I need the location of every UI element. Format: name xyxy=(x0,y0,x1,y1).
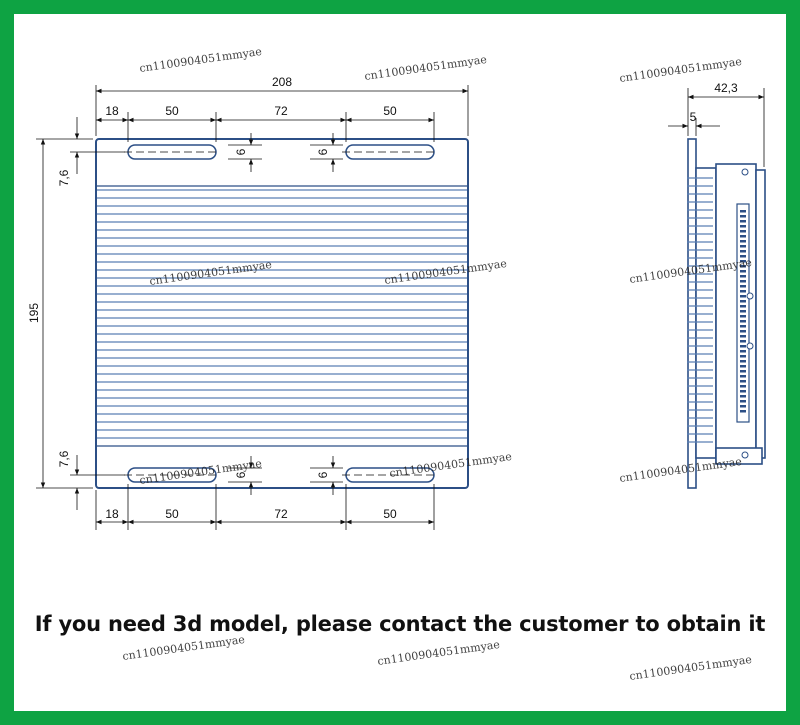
connector-pin xyxy=(740,385,746,388)
dim-slot-height-tr: 6 xyxy=(316,148,330,155)
connector-pin xyxy=(740,300,746,303)
connector-pin xyxy=(740,310,746,313)
connector-pin xyxy=(740,405,746,408)
connector-pin xyxy=(740,365,746,368)
dim-flange: 5 xyxy=(690,110,697,124)
connector-pin xyxy=(740,375,746,378)
connector-pin xyxy=(740,320,746,323)
connector-pin xyxy=(740,270,746,273)
heatsink-body-outline xyxy=(95,138,469,489)
slot-centerlines xyxy=(124,151,438,476)
connector-pin xyxy=(740,250,746,253)
dim-bottom-seg-4: 50 xyxy=(383,507,397,521)
dim-overall-width: 208 xyxy=(272,75,292,89)
front-dimension-labels: 208 18 50 72 50 18 50 72 50 195 7,6 7,6 … xyxy=(27,75,397,521)
connector-pin xyxy=(740,325,746,328)
frame-border-left xyxy=(0,0,14,725)
dim-bottom-seg-3: 72 xyxy=(274,507,288,521)
connector-pin xyxy=(740,350,746,353)
dim-bottom-seg-2: 50 xyxy=(165,507,179,521)
watermark-1: cn1100904051mmyae xyxy=(139,45,263,75)
connector-pin xyxy=(740,225,746,228)
connector-pin xyxy=(740,390,746,393)
dim-slot-height-br: 6 xyxy=(316,471,330,478)
connector-pin xyxy=(740,370,746,373)
watermark-12: cn1100904051mmyae xyxy=(629,653,753,683)
dim-bottom-seg-1: 18 xyxy=(105,507,119,521)
dim-slot-height-bl: 6 xyxy=(234,471,248,478)
connector-pin xyxy=(740,400,746,403)
connector-pin xyxy=(740,230,746,233)
side-dimension-labels: 42,3 5 xyxy=(690,81,738,124)
connector-pin xyxy=(740,210,746,213)
connector-pin xyxy=(740,295,746,298)
connector-pin xyxy=(740,240,746,243)
connector-pin xyxy=(740,410,746,413)
connector-pin xyxy=(740,335,746,338)
connector-pin xyxy=(740,260,746,263)
watermark-2: cn1100904051mmyae xyxy=(364,53,488,83)
connector-pin xyxy=(740,355,746,358)
dim-top-seg-4: 50 xyxy=(383,104,397,118)
watermark-9: cn1100904051mmyae xyxy=(619,455,743,485)
dim-top-edge-offset: 7,6 xyxy=(57,169,71,186)
connector-pin xyxy=(740,330,746,333)
connector-pin xyxy=(740,285,746,288)
frame-border-top xyxy=(0,0,800,14)
connector-pin xyxy=(740,280,746,283)
screw-head xyxy=(741,168,749,176)
side-dimensions xyxy=(668,88,765,167)
dim-top-seg-3: 72 xyxy=(274,104,288,118)
connector-pin xyxy=(740,340,746,343)
connector-pin xyxy=(740,220,746,223)
connector-pin xyxy=(740,245,746,248)
connector-pin xyxy=(740,315,746,318)
connector-pin xyxy=(740,275,746,278)
front-dimensions xyxy=(36,85,469,530)
frame-border-bottom xyxy=(0,711,800,725)
connector-pin xyxy=(740,395,746,398)
connector-pin xyxy=(740,380,746,383)
side-view-connector-pins xyxy=(740,168,754,459)
connector-pin xyxy=(740,235,746,238)
screw-head xyxy=(746,342,754,350)
front-view xyxy=(95,138,469,489)
dim-top-seg-2: 50 xyxy=(165,104,179,118)
watermark-11: cn1100904051mmyae xyxy=(377,638,501,668)
connector-pin xyxy=(740,345,746,348)
dim-slot-height-tl: 6 xyxy=(234,148,248,155)
connector-pin xyxy=(740,255,746,258)
connector-pin xyxy=(740,215,746,218)
watermark-10: cn1100904051mmyae xyxy=(122,633,246,663)
side-view-fins xyxy=(687,177,713,443)
frame-border-right xyxy=(786,0,800,725)
caption-text: If you need 3d model, please contact the… xyxy=(34,612,766,636)
connector-pin xyxy=(740,305,746,308)
dim-top-seg-1: 18 xyxy=(105,104,119,118)
connector-pin xyxy=(740,265,746,268)
heatsink-fins xyxy=(97,185,467,447)
connector-pin xyxy=(740,290,746,293)
dim-bottom-edge-offset: 7,6 xyxy=(57,450,71,467)
dim-overall-height: 195 xyxy=(27,303,41,323)
dim-depth: 42,3 xyxy=(714,81,738,95)
screw-head xyxy=(741,451,749,459)
screw-head xyxy=(746,292,754,300)
connector-pin xyxy=(740,360,746,363)
